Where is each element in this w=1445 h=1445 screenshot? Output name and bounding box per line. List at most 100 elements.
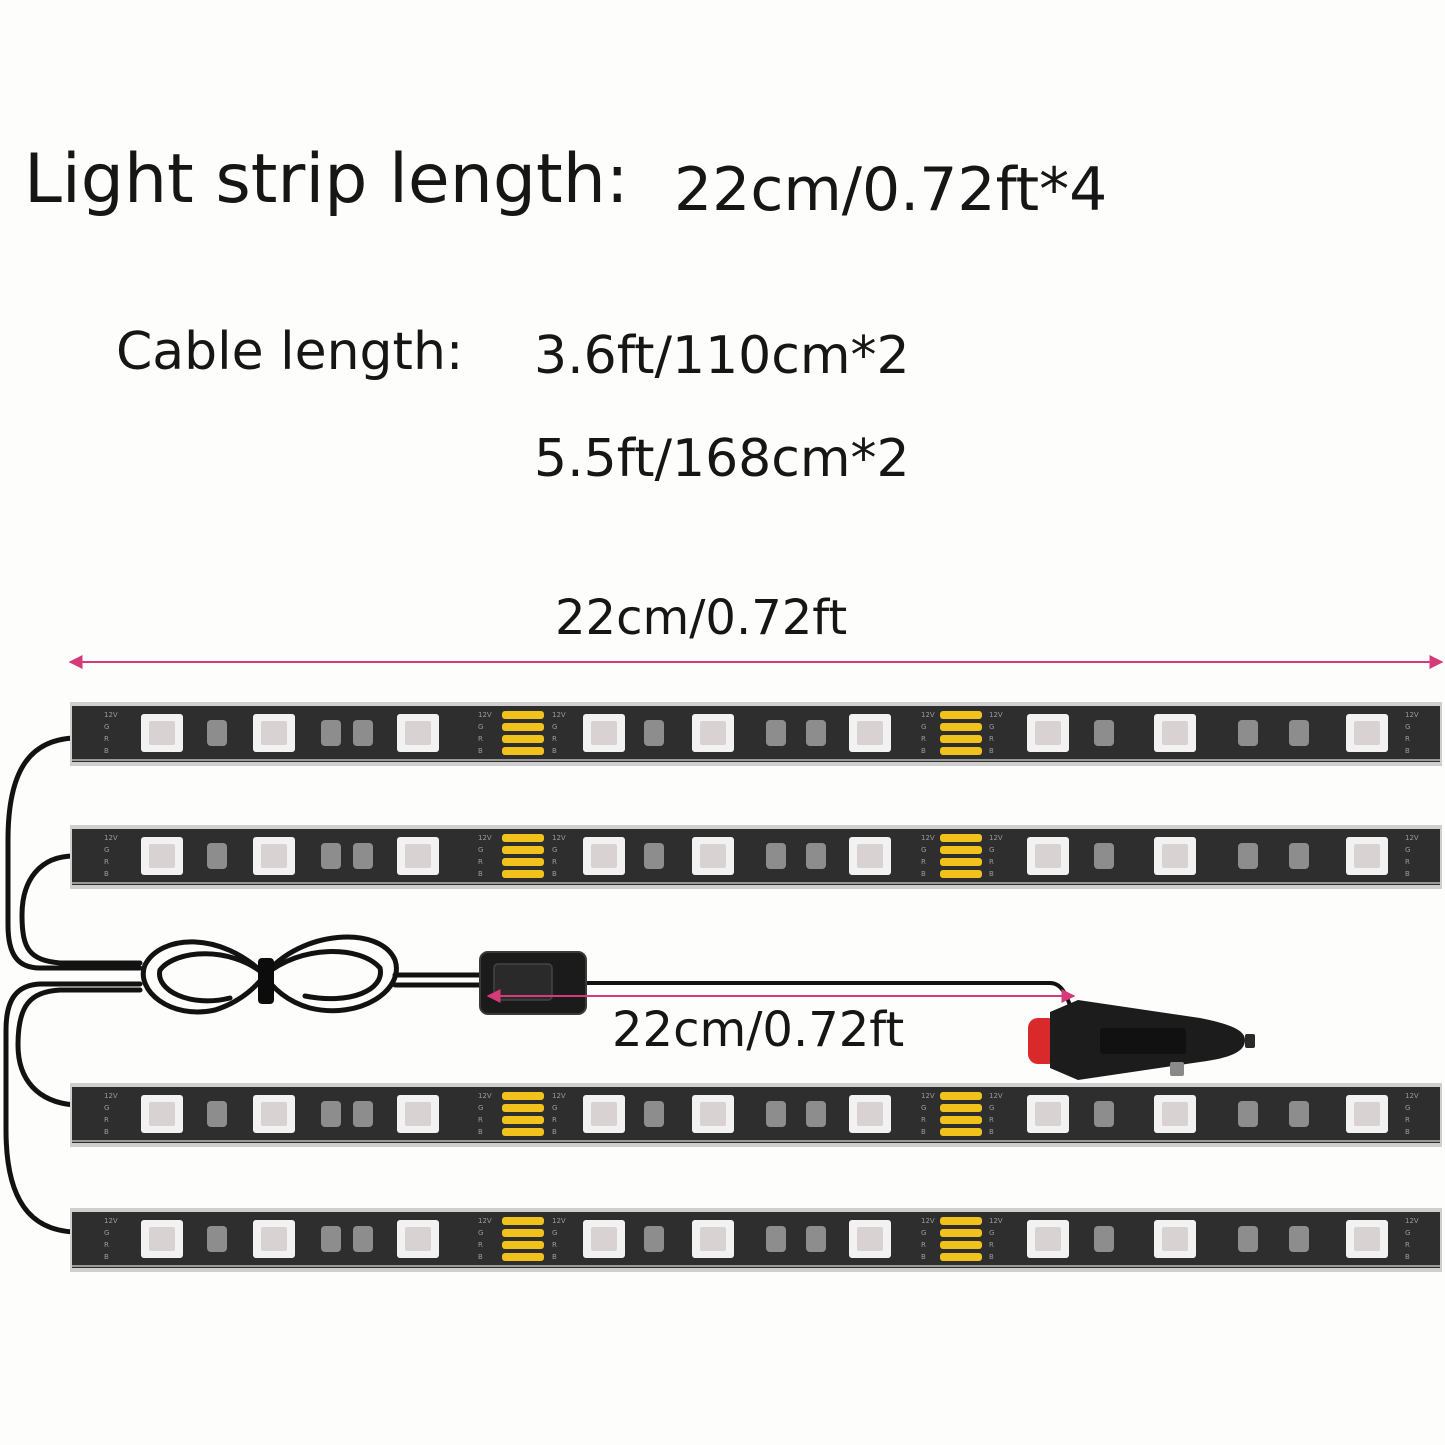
rgb-led: [1346, 837, 1388, 875]
cut-pad: [940, 1253, 982, 1261]
cut-pad: [502, 846, 544, 854]
cut-pad: [502, 747, 544, 755]
rgb-led: [1027, 837, 1069, 875]
rgb-led: [141, 837, 183, 875]
strip-code-label: R: [104, 1116, 109, 1124]
cut-pad: [940, 870, 982, 878]
cut-pad: [940, 747, 982, 755]
strip-code-label: 12V: [478, 834, 492, 842]
cut-pad: [940, 1128, 982, 1136]
rgb-led: [692, 714, 734, 752]
strip-code-label: R: [478, 735, 483, 743]
cut-pad: [502, 1241, 544, 1249]
rgb-led: [849, 1095, 891, 1133]
smd-component: [321, 843, 341, 869]
strip-code-label: G: [104, 1104, 109, 1112]
led-chip: [1035, 1227, 1061, 1251]
led-chip: [700, 1102, 726, 1126]
strip-code-label: G: [921, 723, 926, 731]
strip-code-label: R: [989, 1116, 994, 1124]
rgb-led: [849, 837, 891, 875]
smd-component: [1238, 1101, 1258, 1127]
strip-code-label: R: [1405, 858, 1410, 866]
smd-component: [766, 720, 786, 746]
strip-code-label: B: [1405, 870, 1410, 878]
smd-component: [806, 1226, 826, 1252]
rgb-led: [1346, 1095, 1388, 1133]
smd-component: [1094, 1226, 1114, 1252]
strip-body: [72, 1212, 1440, 1268]
led-chip: [1035, 844, 1061, 868]
strip-code-label: B: [921, 870, 926, 878]
smd-component: [207, 1101, 227, 1127]
strip-code-label: 12V: [552, 1092, 566, 1100]
cable-dimension-label: 22cm/0.72ft: [612, 1002, 905, 1058]
rgb-led: [1027, 1095, 1069, 1133]
cut-pad: [940, 1116, 982, 1124]
cable-tie: [258, 958, 274, 1004]
strip-code-label: B: [104, 1128, 109, 1136]
control-box: [479, 951, 587, 1015]
strip-cables: [3, 735, 1074, 1235]
strip-code-label: R: [989, 735, 994, 743]
strip-code-label: B: [552, 1128, 557, 1136]
strip-code-label: G: [478, 846, 483, 854]
cut-pad: [502, 1116, 544, 1124]
strip-code-label: G: [552, 1229, 557, 1237]
led-chip: [261, 1227, 287, 1251]
smd-component: [321, 720, 341, 746]
strip-code-label: R: [921, 858, 926, 866]
strip-code-label: G: [1405, 1104, 1410, 1112]
rgb-led: [1346, 714, 1388, 752]
strip-code-label: B: [552, 747, 557, 755]
led-strips: 12VGRB12VGRB12VGRB12VGRB12VGRB12VGRB12VG…: [70, 702, 1442, 1272]
cut-pad: [502, 834, 544, 842]
led-chip: [700, 1227, 726, 1251]
smd-component: [1289, 1101, 1309, 1127]
smd-component: [644, 720, 664, 746]
led-chip: [1162, 1227, 1188, 1251]
strip-code-label: B: [921, 1128, 926, 1136]
rgb-led: [583, 714, 625, 752]
led-chip: [1035, 1102, 1061, 1126]
strip-code-label: 12V: [1405, 1092, 1419, 1100]
strip-code-label: R: [552, 1116, 557, 1124]
smd-component: [644, 1101, 664, 1127]
strip-code-label: 12V: [989, 1217, 1003, 1225]
smd-component: [806, 1101, 826, 1127]
smd-component: [766, 1101, 786, 1127]
strip-code-label: G: [989, 846, 994, 854]
cut-pad: [502, 711, 544, 719]
cut-pad: [502, 1253, 544, 1261]
cable-length-label: Cable length:: [116, 322, 464, 382]
strip-code-label: 12V: [989, 711, 1003, 719]
cable-loop-right-2: [262, 949, 383, 1002]
strip-code-label: G: [921, 1229, 926, 1237]
led-chip: [405, 1102, 431, 1126]
rgb-led: [1154, 1095, 1196, 1133]
strip-code-label: G: [1405, 723, 1410, 731]
cable-strip-3: [15, 987, 143, 1108]
led-chip: [1162, 844, 1188, 868]
smd-component: [353, 720, 373, 746]
smd-component: [207, 720, 227, 746]
strip-code-label: B: [552, 870, 557, 878]
strip-code-label: 12V: [1405, 834, 1419, 842]
smd-component: [1238, 1226, 1258, 1252]
smd-component: [1238, 843, 1258, 869]
cable-strip-1: [5, 735, 143, 971]
smd-component: [766, 1226, 786, 1252]
strip-body: [72, 1087, 1440, 1143]
cut-pad: [940, 1092, 982, 1100]
led-chip: [591, 1102, 617, 1126]
strip-code-label: B: [552, 1253, 557, 1261]
smd-component: [1289, 1226, 1309, 1252]
strip-code-label: 12V: [1405, 711, 1419, 719]
rgb-led: [397, 837, 439, 875]
rgb-led: [692, 837, 734, 875]
cut-pad: [940, 735, 982, 743]
strip-code-label: G: [1405, 846, 1410, 854]
